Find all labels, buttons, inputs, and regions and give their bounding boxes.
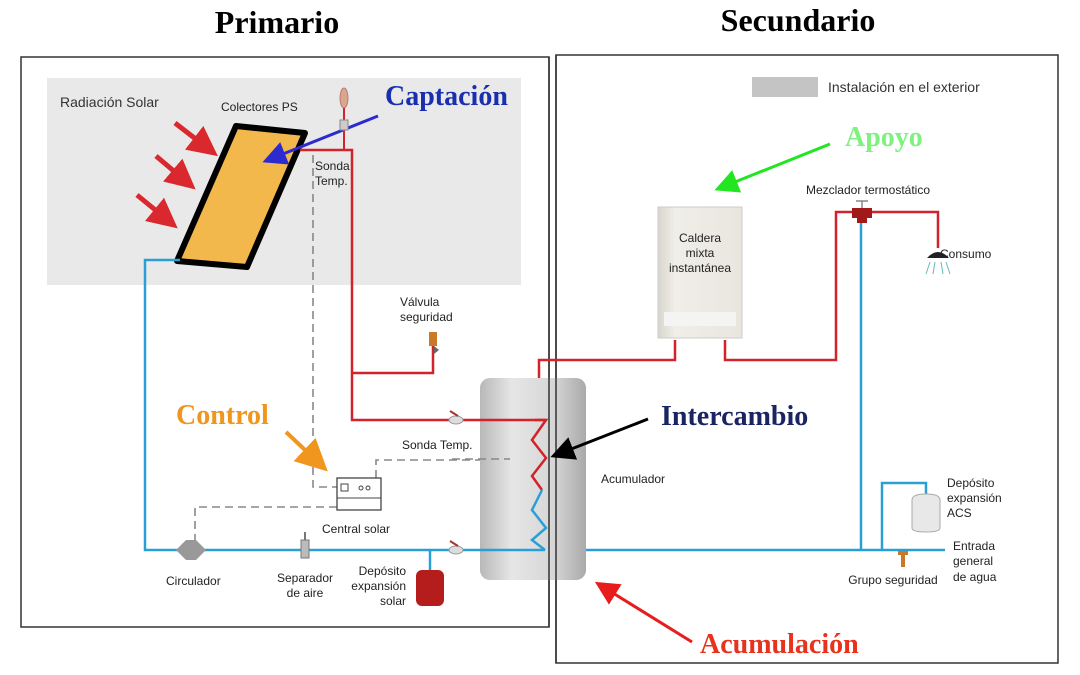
primary-hot-pipe: [300, 148, 535, 422]
intercambio-callout: Intercambio: [661, 401, 808, 432]
sonda-temp-mid-label: Sonda Temp.: [402, 438, 473, 452]
deposito-acs-label-1: Depósito: [947, 476, 995, 490]
intercambio-arrow: [550, 417, 649, 460]
caldera-label-1: Caldera: [679, 231, 721, 245]
air-separator-icon: [300, 532, 310, 559]
legend-label: Instalación en el exterior: [828, 79, 980, 95]
central-solar-label: Central solar: [322, 522, 390, 536]
acumulacion-callout: Acumulación: [700, 629, 859, 660]
deposito-solar-label-2: expansión: [351, 579, 406, 593]
entrada-label-1: Entrada: [953, 539, 995, 553]
legend-swatch: [752, 77, 818, 97]
entrada-label-3: de agua: [953, 570, 997, 584]
deposito-solar-label-3: solar: [380, 594, 406, 608]
thermostatic-mixer-icon: [852, 200, 872, 223]
secondary-title: Secundario: [721, 2, 876, 38]
coil-cold-overlay: [530, 489, 548, 551]
caldera-label-3: instantánea: [669, 261, 731, 275]
grupo-seguridad-label: Grupo seguridad: [848, 573, 937, 587]
safety-valve-icon: [429, 332, 439, 354]
separador-label-2: de aire: [287, 586, 324, 600]
solar-expansion-tank: [416, 570, 444, 606]
entrada-label-2: general: [953, 554, 993, 568]
air-vent-icon: [339, 87, 349, 150]
acumulacion-arrow: [594, 581, 693, 644]
valve-hot-icon: [448, 410, 464, 425]
primary-title: Primario: [215, 4, 339, 40]
valvula-label-2: seguridad: [400, 310, 453, 324]
captacion-callout: Captación: [385, 81, 508, 112]
acs-expansion-tank: [911, 493, 941, 533]
captacion-arrow: [262, 114, 379, 165]
mezclador-label: Mezclador termostático: [806, 183, 930, 197]
apoyo-callout: Apoyo: [845, 122, 923, 153]
acumulador-label: Acumulador: [601, 472, 665, 486]
deposito-acs-label-3: ACS: [947, 506, 972, 520]
valvula-label-1: Válvula: [400, 295, 440, 309]
control-wires: [194, 155, 510, 550]
control-arrow: [284, 430, 328, 472]
valve-cold-icon: [448, 540, 464, 555]
deposito-acs-label-2: expansión: [947, 491, 1002, 505]
shower-head-icon: [925, 252, 951, 275]
safety-group-icon: [898, 551, 908, 567]
colectores-label: Colectores PS: [221, 100, 298, 114]
separador-label-1: Separador: [277, 571, 333, 585]
sonda-temp-top-label-1: Sonda: [315, 159, 350, 173]
caldera-label-2: mixta: [686, 246, 715, 260]
apoyo-arrow: [714, 142, 831, 193]
circulador-label: Circulador: [166, 574, 221, 588]
boiler-panel: [664, 312, 736, 326]
sonda-temp-top-label-2: Temp.: [315, 174, 348, 188]
circulator-pump-icon: [176, 540, 206, 560]
deposito-solar-label-1: Depósito: [359, 564, 407, 578]
solar-radiation-arrows: [135, 121, 218, 229]
consumo-label: Consumo: [940, 247, 992, 261]
central-solar-unit: [336, 477, 382, 511]
secondary-hot-pipe: [537, 210, 940, 378]
primary-cold-pipe: [143, 258, 545, 570]
radiacion-solar-label: Radiación Solar: [60, 94, 159, 110]
secondary-cold-pipe: [586, 222, 945, 552]
control-callout: Control: [176, 400, 269, 431]
